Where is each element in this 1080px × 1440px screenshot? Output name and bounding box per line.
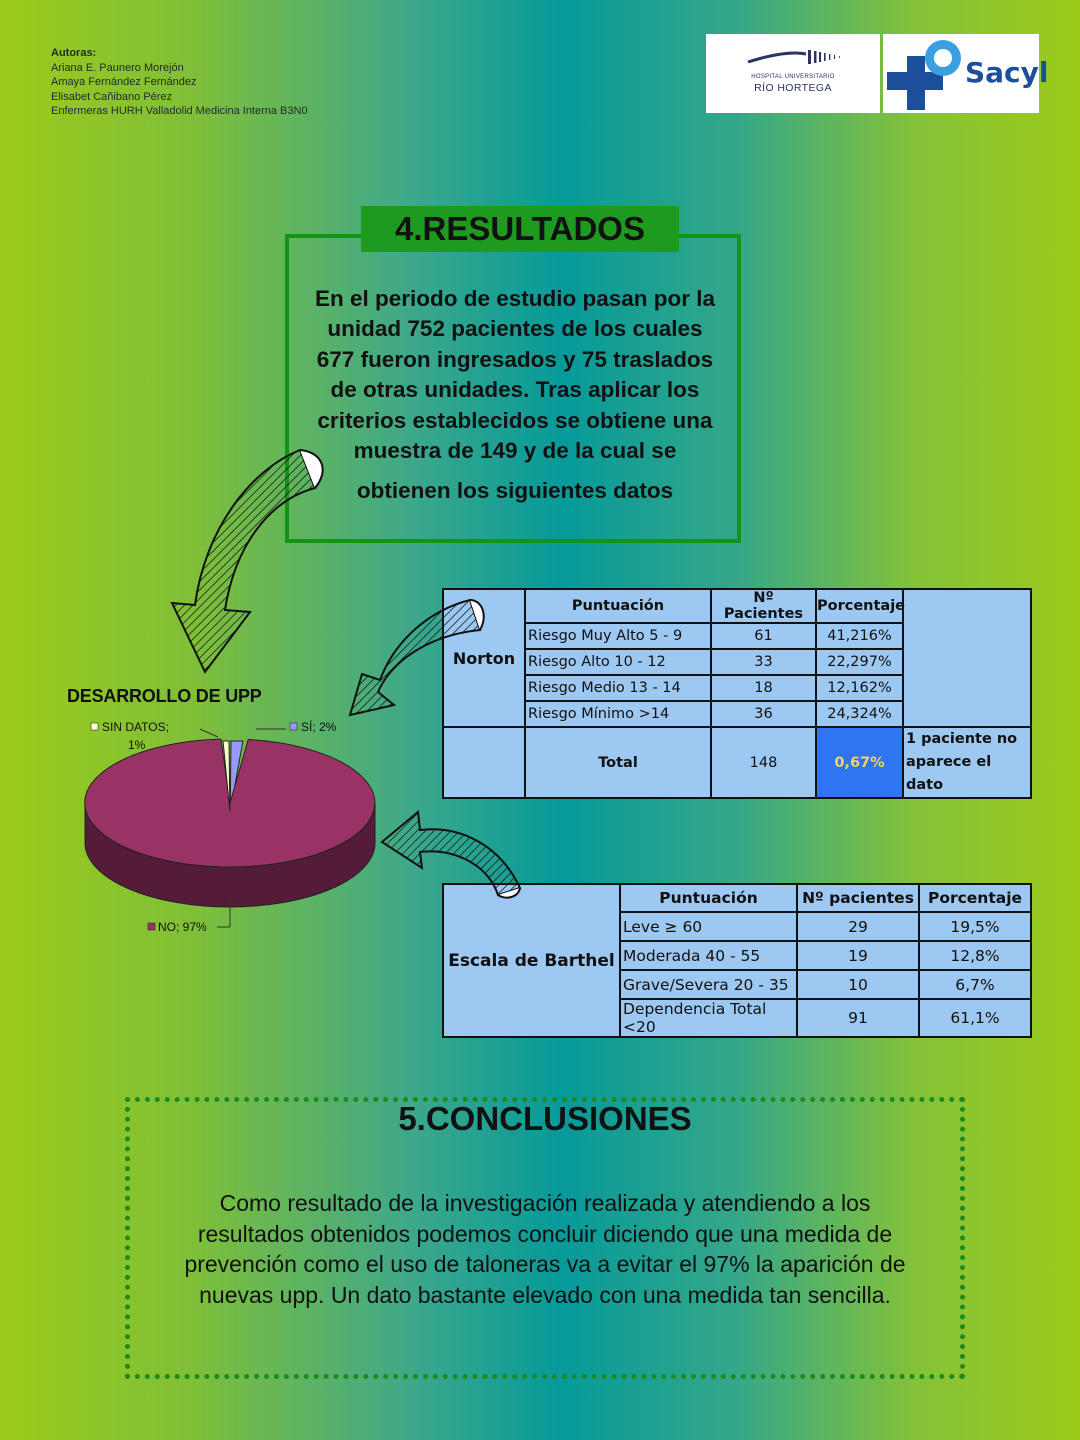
norton-header-pacientes: Nº Pacientes: [710, 588, 817, 624]
barthel-cell: 61,1%: [918, 998, 1032, 1038]
conclusions-line: Como resultado de la investigación reali…: [219, 1190, 871, 1216]
norton-empty-cell: [902, 588, 1032, 728]
table-row: Total 148 0,67% 1 paciente no aparece el…: [442, 726, 1032, 799]
norton-missing-pct: 0,67%: [815, 726, 904, 799]
barthel-cell: Dependencia Total <20: [619, 998, 798, 1038]
pie-chart-title: DESARROLLO DE UPP: [67, 686, 262, 706]
pie-chart: SIN DATOS; 1% SÍ; 2% NO; 97%: [84, 719, 376, 934]
hospital-logo-subtitle: HOSPITAL UNIVERSITARIO: [751, 74, 835, 80]
authors-block: Autoras: Ariana E. Paunero Morejón Amaya…: [51, 46, 308, 119]
norton-cell: 33: [710, 648, 817, 676]
barthel-cell: Leve ≥ 60: [619, 911, 798, 942]
results-text: En el periodo de estudio pasan por la un…: [287, 284, 743, 507]
results-line: En el periodo de estudio pasan por la: [314, 286, 716, 311]
barthel-cell: 91: [796, 998, 920, 1038]
results-line: 677 fueron ingresados y 75 traslados: [316, 346, 714, 372]
pie-slice-sin-datos: [222, 740, 231, 812]
barthel-header-porcentaje: Porcentaje: [918, 883, 1032, 913]
norton-cell: Riesgo Muy Alto 5 - 9: [524, 622, 712, 650]
conclusions-line: resultados obtenidos podemos concluir di…: [197, 1220, 893, 1247]
legend-swatch-no: [147, 922, 156, 931]
legend-swatch-si: [289, 722, 298, 731]
norton-cell: 24,324%: [815, 700, 904, 728]
conclusions-frame: [125, 1097, 965, 1379]
legend-swatch-sin-datos: [90, 722, 99, 731]
norton-table: Norton Puntuación Nº Pacientes Porcentaj…: [442, 588, 1032, 799]
norton-cell: 18: [710, 674, 817, 702]
table-row: Riesgo Muy Alto 5 - 9 61 41,216%: [443, 622, 1031, 650]
table-row: Dependencia Total <20 91 61,1%: [443, 998, 1032, 1038]
barthel-header-pacientes: Nº pacientes: [796, 883, 920, 913]
table-row: Riesgo Mínimo >14 36 24,324%: [443, 700, 1031, 728]
norton-note-line: 1 paciente no: [906, 731, 1018, 747]
barthel-cell: Moderada 40 - 55: [619, 940, 798, 971]
norton-cell: Riesgo Medio 13 - 14: [524, 674, 712, 702]
table-row: Riesgo Medio 13 - 14 18 12,162%: [443, 674, 1031, 702]
conclusions-line: prevención como el uso de taloneras va a…: [184, 1251, 906, 1277]
norton-note: 1 paciente no aparece el dato: [902, 726, 1032, 799]
hospital-logo-name: RÍO HORTEGA: [754, 82, 832, 94]
barthel-cell: 29: [796, 911, 920, 942]
pie-top-group: [84, 738, 376, 868]
results-line: muestra de 149 y de la cual se: [353, 438, 677, 464]
hospital-logo: HOSPITAL UNIVERSITARIO RÍO HORTEGA: [706, 34, 880, 113]
author-line: Ariana E. Paunero Morejón: [51, 61, 184, 74]
conclusions-title: 5.CONCLUSIONES: [398, 1100, 692, 1137]
norton-cell: 61: [710, 622, 817, 650]
norton-total-value: 148: [710, 726, 817, 799]
hospital-logo-mark-icon: [747, 50, 840, 64]
barthel-cell: 19,5%: [918, 911, 1032, 942]
sacyl-logo: Sacyl: [883, 34, 1049, 113]
author-line: Enfermeras HURH Valladolid Medicina Inte…: [51, 105, 308, 117]
barthel-cell: 6,7%: [918, 969, 1032, 1000]
author-line: Elisabet Cañibano Pérez: [51, 90, 173, 103]
barthel-cell: 12,8%: [918, 940, 1032, 971]
barthel-label: Escala de Barthel: [442, 883, 621, 1038]
authors-heading: Autoras:: [51, 47, 97, 59]
pie-label-sin-datos-pct: 1%: [128, 738, 146, 752]
norton-header-puntuacion: Puntuación: [524, 588, 712, 624]
pie-label-sin-datos: SIN DATOS;: [102, 720, 169, 734]
norton-total-label: Total: [524, 726, 712, 799]
norton-cell: 22,297%: [815, 648, 904, 676]
pie-label-no: NO; 97%: [158, 920, 207, 934]
results-line: de otras unidades. Tras aplicar los: [330, 377, 700, 403]
sacyl-cross-icon: [887, 40, 961, 110]
table-row: Moderada 40 - 55 19 12,8%: [443, 940, 1032, 971]
norton-cell: Riesgo Mínimo >14: [524, 700, 712, 728]
author-line: Amaya Fernández Fernández: [51, 76, 197, 88]
results-line: unidad 752 pacientes de los cuales: [327, 316, 703, 342]
leader-line-sin-datos: [199, 728, 219, 738]
norton-cell: 41,216%: [815, 622, 904, 650]
barthel-table: Escala de Barthel Puntuación Nº paciente…: [442, 883, 1032, 1038]
results-line: obtienen los siguientes datos: [356, 478, 674, 504]
barthel-cell: 10: [796, 969, 920, 1000]
norton-header-porcentaje: Porcentaje: [815, 588, 905, 624]
conclusions-line: nuevas upp. Un dato bastante elevado con…: [199, 1281, 891, 1308]
barthel-cell: Grave/Severa 20 - 35: [619, 969, 798, 1000]
norton-cell: Riesgo Alto 10 - 12: [524, 648, 712, 676]
results-title: 4.RESULTADOS: [361, 206, 679, 252]
sacyl-logo-text: Sacyl: [965, 56, 1049, 89]
barthel-header-puntuacion: Puntuación: [619, 883, 798, 913]
table-row: Riesgo Alto 10 - 12 33 22,297%: [443, 648, 1031, 676]
pie-label-si: SÍ; 2%: [301, 719, 337, 734]
norton-cell: 12,162%: [815, 674, 904, 702]
table-row: Leve ≥ 60 29 19,5%: [443, 911, 1032, 942]
conclusions-text: Como resultado de la investigación reali…: [140, 1188, 950, 1310]
results-line: criterios establecidos se obtiene una: [317, 407, 713, 433]
table-row: Grave/Severa 20 - 35 10 6,7%: [443, 969, 1032, 1000]
norton-note-line: aparece el dato: [906, 754, 992, 793]
norton-label: Norton: [442, 588, 526, 728]
norton-cell: 36: [710, 700, 817, 728]
barthel-cell: 19: [796, 940, 920, 971]
